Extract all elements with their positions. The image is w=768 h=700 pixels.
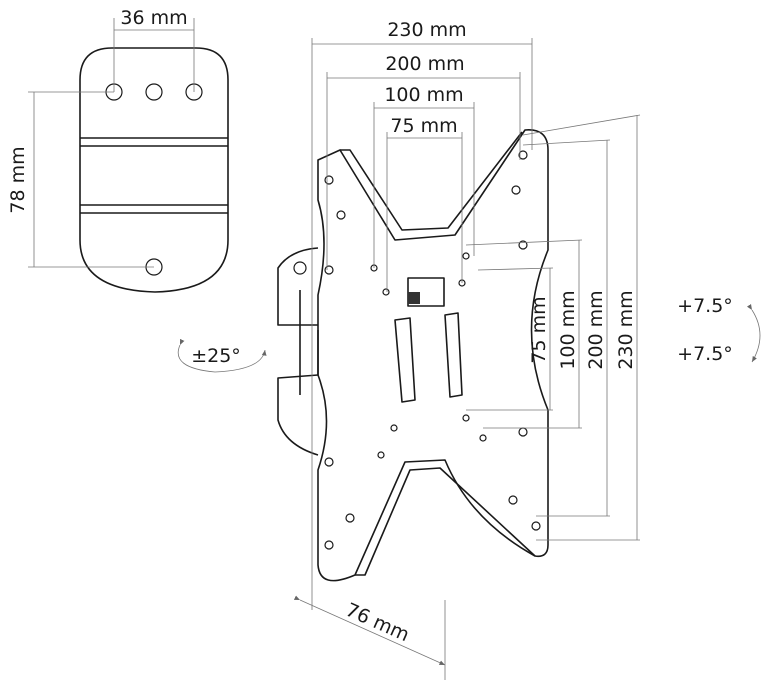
small-plate <box>28 18 229 293</box>
main-plate <box>277 129 549 582</box>
height-230-label: 230 mm <box>615 290 637 369</box>
width-230-label: 230 mm <box>387 19 466 41</box>
height-100-label: 100 mm <box>557 290 579 369</box>
width-100-label: 100 mm <box>384 84 463 106</box>
tilt-up-label: +7.5° <box>677 295 733 317</box>
depth-label: 76 mm <box>342 599 412 646</box>
small-plate-width-label: 36 mm <box>120 7 187 29</box>
tilt-arrow-icon <box>746 303 761 363</box>
height-75-label: 75 mm <box>528 296 550 363</box>
width-75-label: 75 mm <box>390 115 457 137</box>
width-200-label: 200 mm <box>385 53 464 75</box>
small-plate-height-label: 78 mm <box>7 146 29 213</box>
height-200-label: 200 mm <box>585 290 607 369</box>
vertical-dimensions <box>465 114 641 541</box>
tilt-down-label: +7.5° <box>677 343 733 365</box>
swivel-arrow-icon <box>177 338 267 373</box>
horizontal-dimensions <box>311 38 533 610</box>
swivel-label: ±25° <box>191 345 241 367</box>
